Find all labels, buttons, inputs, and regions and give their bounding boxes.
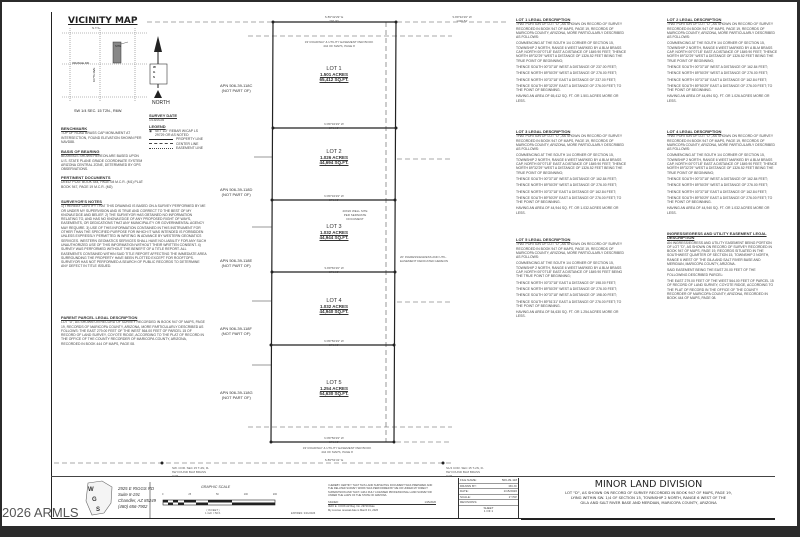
- info-row: SCALE:1"=50': [459, 494, 518, 500]
- graphic-scale-title: GRAPHIC SCALE: [201, 485, 231, 489]
- legend-heading: LEGEND: [149, 123, 166, 129]
- short-dash-line-icon: [149, 147, 173, 149]
- well-site-note: 20X20 WELL SITE PER SEPARATE DOCUMENT: [342, 209, 368, 221]
- sw-corner-note: SW. COR. SEC 15 T-2N, R-6W FOUND BLM BRA…: [172, 466, 210, 478]
- vicinity-map: [62, 28, 168, 102]
- license-expiration: EXPIRES: 3/31/2026: [291, 512, 316, 515]
- rebar-markers: [160, 20, 445, 465]
- site-label: SITE: [115, 44, 122, 48]
- site-marker: [112, 41, 122, 64]
- legend-item: CENTER LINE: [149, 142, 204, 146]
- survey-sheet: VICINITY MAP N.T.S. SITE ORANGE DR. 107T…: [2, 2, 797, 526]
- apn-label: APN 506-39-118D(NOT PART OF): [220, 187, 253, 197]
- drawing-description: LOT "D", AS SHOWN ON RECORD OF SURVEY RE…: [565, 491, 732, 505]
- graphic-scale-bar: [162, 499, 276, 506]
- survey-date-value: 1/15/2026: [149, 118, 165, 123]
- svg-text:S: S: [96, 507, 100, 513]
- info-row: DRAWN BY:MCJC: [459, 483, 518, 489]
- vicinity-caption: SW 1/4 SEC. 15 T2N., R6W.: [74, 109, 123, 113]
- rebar-marker-icon: ◉: [149, 128, 152, 133]
- drawing-info-table: FILE NAME:506-39-118 DRAWN BY:MCJC DATE:…: [458, 478, 519, 518]
- frame-bottom-border: [51, 518, 775, 519]
- easement-legal: INGRESS/EGRESS AND UTILITY EASEMENT LEGA…: [667, 231, 774, 301]
- apn-label: APN 506-39-118G(NOT PART OF): [220, 390, 253, 400]
- survey-date: SURVEY DATE 1/15/2026 LEGEND ◉SET 1/2" R…: [149, 113, 204, 150]
- dash-line-icon: [149, 143, 173, 145]
- bottom-easement-note: 33' ROADWAY & UTILITY EASEMENT PER BOOK …: [302, 446, 372, 454]
- bearing-label: S 89°51'31" E: [324, 458, 344, 462]
- title-underline: [521, 519, 775, 520]
- svg-text:G: G: [92, 497, 97, 503]
- company-logo: W G S: [85, 480, 113, 516]
- plat-drawing: [54, 20, 507, 518]
- solid-line-icon: [149, 139, 173, 141]
- info-row: DATE:1/15/2026: [459, 488, 518, 495]
- company-logo-small: [149, 63, 168, 85]
- side-easement-note: 20' INGRESS/EGRESS AND UTIL. EASEMENT DE…: [400, 255, 449, 263]
- legend-item: EASEMENT LINE: [149, 146, 204, 150]
- legend-item: ◉SET 1/2" REBAR W/CAP LS 29729 OR AS NOT…: [149, 129, 204, 138]
- vicinity-map-scale: N.T.S.: [92, 26, 101, 30]
- legend-label: SET 1/2" REBAR W/CAP LS 29729 OR AS NOTE…: [154, 128, 199, 138]
- surveyor-certification: I HEREBY CERTIFY THAT THIS LAND SURVEYIN…: [328, 484, 436, 512]
- top-easement-note: 33' ROADWAY & UTILITY EASEMENT PER BOOK …: [304, 40, 374, 48]
- survey-date-heading: SURVEY DATE: [149, 113, 178, 118]
- legend-item: PROPERTY LINE: [149, 137, 204, 141]
- drawing-title: MINOR LAND DIVISION: [594, 479, 703, 490]
- title-block-divider: [51, 476, 775, 477]
- svg-text:W: W: [88, 487, 94, 493]
- legend-label: EASEMENT LINE: [176, 146, 204, 151]
- info-row: FILE NAME:506-39-118: [459, 478, 518, 484]
- graphic-scale-units: ( IN FEET )1 inch = 50 ft.: [205, 509, 221, 515]
- apn-label: APN 506-39-118C(NOT PART OF): [220, 83, 253, 93]
- frame-left-border: [51, 12, 52, 519]
- mls-watermark: 2026 ARMLS: [2, 505, 79, 520]
- vicinity-map-title: VICINITY MAP: [68, 16, 138, 26]
- north-arrow-icon: [154, 36, 162, 52]
- road-label-ew: ORANGE DR.: [72, 61, 90, 65]
- north-label: NORTH: [152, 100, 170, 106]
- apn-label: APN 506-39-118E(NOT PART OF): [220, 258, 253, 268]
- info-row: REVISIONS:: [459, 499, 518, 506]
- s-quarter-corner-note: S1/4 COR. SEC 15 T-2N, R-6W FOUND BLM BR…: [446, 466, 484, 478]
- legend-label: CENTER LINE: [176, 141, 199, 146]
- legend-label: PROPERTY LINE: [176, 137, 204, 142]
- apn-label: APN 506-39-118F(NOT PART OF): [220, 326, 252, 336]
